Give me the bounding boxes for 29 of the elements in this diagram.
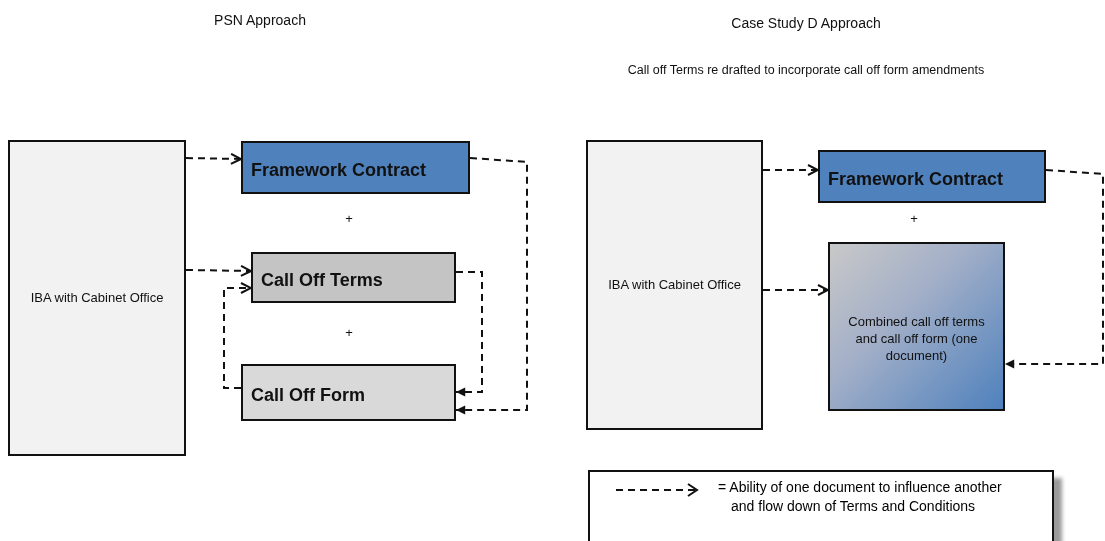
node-text: Call Off Form (250, 383, 366, 407)
node-text: Combined call off terms and call off form (one document) (847, 314, 986, 365)
node-text: Framework Contract (250, 158, 428, 182)
document-box (241, 364, 456, 421)
dashed-arrow (455, 271, 483, 397)
document-box (818, 150, 1046, 203)
combined-document-box (828, 242, 1005, 411)
plus-sign: + (344, 325, 354, 340)
legend-text: = Ability of one document to influence another and flow down of Terms and Conditions (718, 478, 1003, 516)
dashed-arrow (185, 264, 252, 277)
dashed-arrow (185, 152, 242, 165)
dashed-arrow (762, 284, 829, 296)
section-title: Case Study D Approach (730, 15, 882, 31)
plus-sign: + (909, 211, 919, 226)
dashed-arrow (762, 164, 819, 176)
plus-sign: + (344, 211, 354, 226)
section-title: PSN Approach (213, 12, 307, 28)
node-text: Call Off Terms (260, 268, 384, 292)
party-box (8, 140, 186, 456)
document-box (251, 252, 456, 303)
dashed-arrow (455, 157, 528, 415)
node-text: IBA with Cabinet Office (29, 289, 165, 307)
dashed-arrow (1004, 169, 1104, 369)
node-text: Framework Contract (827, 167, 1005, 191)
document-box (241, 141, 470, 194)
dashed-arrow (223, 282, 252, 389)
node-text: IBA with Cabinet Office (607, 276, 742, 294)
party-box (586, 140, 763, 430)
note-text: Call off Terms re drafted to incorporate call off form amendments (626, 63, 986, 77)
